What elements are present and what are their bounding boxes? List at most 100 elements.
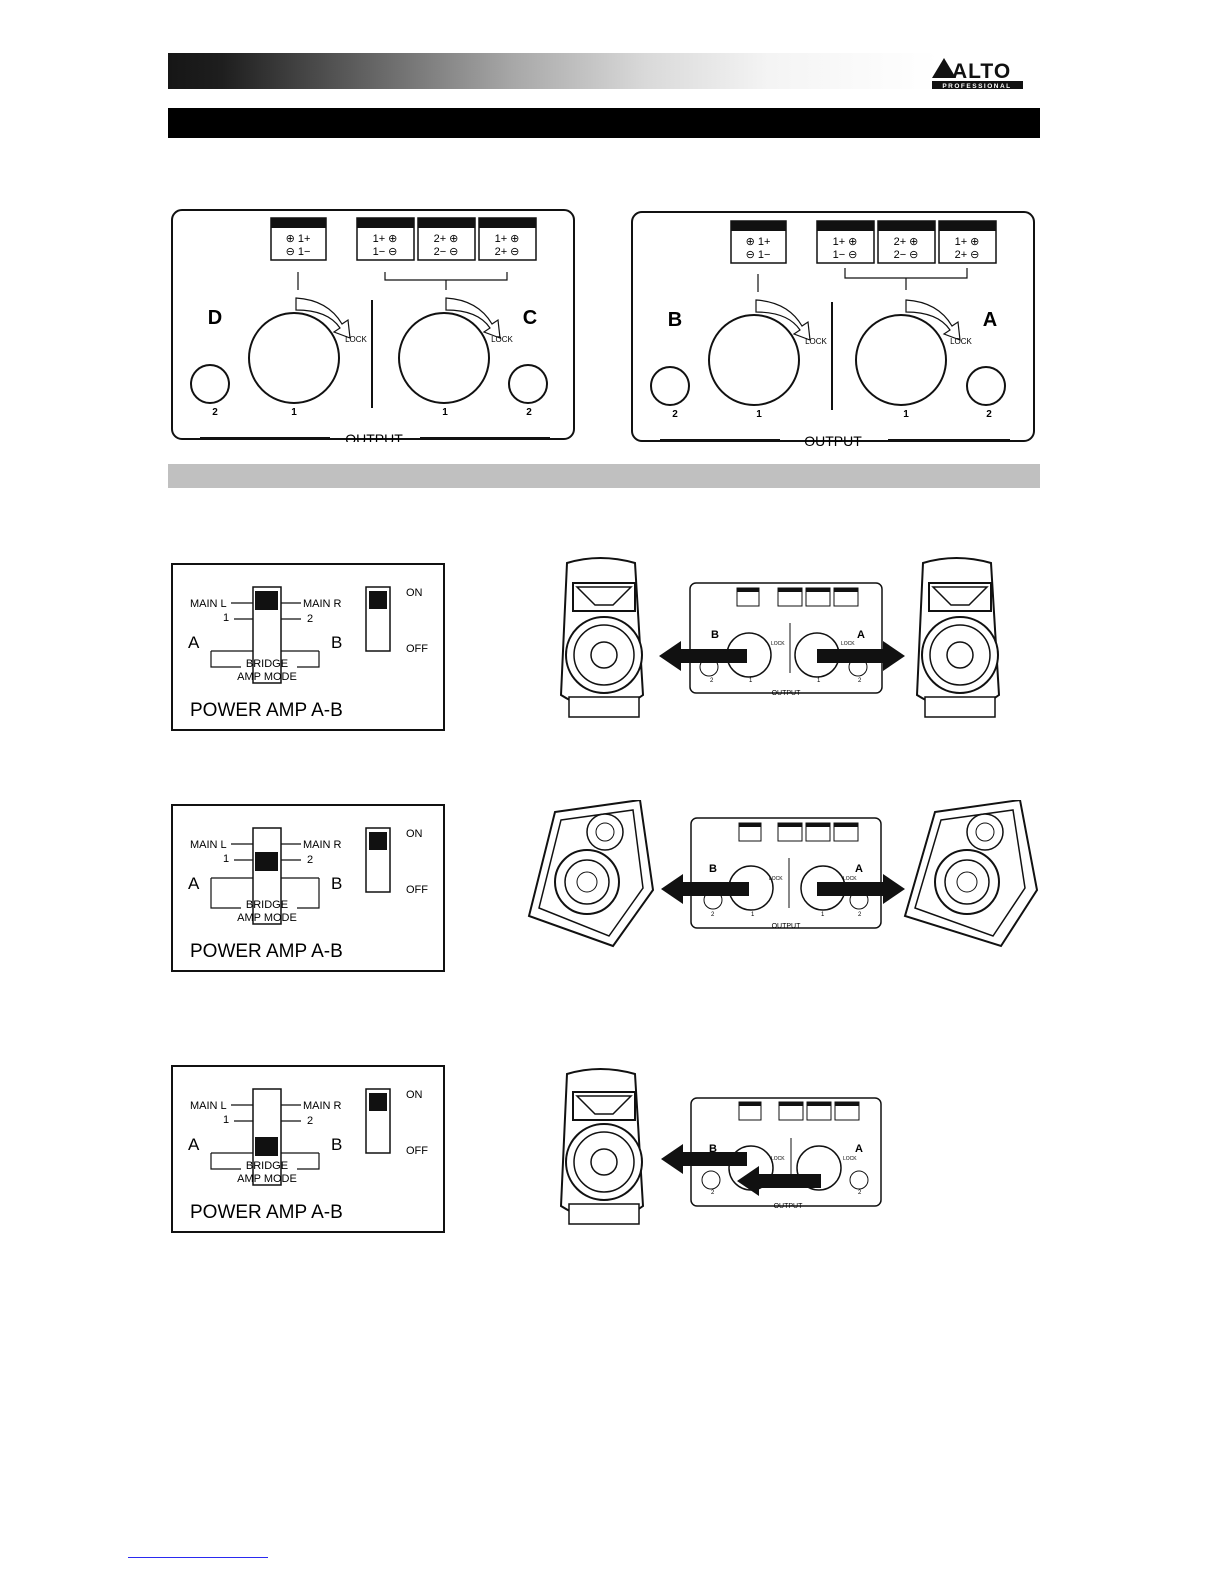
svg-text:MAIN L: MAIN L bbox=[190, 839, 227, 851]
svg-text:2: 2 bbox=[307, 854, 313, 866]
terminal-block-2: 2+ ⊕ 2− ⊖ bbox=[417, 217, 476, 261]
svg-text:POWER AMP A-B: POWER AMP A-B bbox=[190, 1202, 343, 1223]
svg-text:B: B bbox=[711, 629, 719, 641]
svg-text:2+ ⊖: 2+ ⊖ bbox=[495, 246, 520, 258]
svg-text:1+ ⊕: 1+ ⊕ bbox=[495, 233, 520, 245]
svg-text:BRIDGE: BRIDGE bbox=[246, 658, 288, 670]
svg-text:2+ ⊖: 2+ ⊖ bbox=[955, 249, 980, 261]
svg-text:1+ ⊕: 1+ ⊕ bbox=[373, 233, 398, 245]
svg-text:2: 2 bbox=[307, 1115, 313, 1127]
svg-text:A: A bbox=[188, 633, 200, 652]
svg-text:MAIN L: MAIN L bbox=[190, 1100, 227, 1112]
terminal-block-1: 1+ ⊕ 1− ⊖ bbox=[356, 217, 415, 261]
svg-text:BRIDGE: BRIDGE bbox=[246, 899, 288, 911]
svg-text:2: 2 bbox=[858, 1190, 862, 1196]
svg-text:AMP MODE: AMP MODE bbox=[237, 1173, 297, 1185]
svg-text:A: A bbox=[857, 629, 865, 641]
svg-text:OUTPUT: OUTPUT bbox=[772, 690, 802, 697]
speaker-diagram-stereo: B A LOCK LOCK 2 1 1 2 OUTPUT bbox=[559, 557, 1001, 718]
svg-text:2+ ⊕: 2+ ⊕ bbox=[894, 236, 919, 248]
arrow-left-icon bbox=[661, 1144, 747, 1174]
switch-panel-title: POWER AMP A-B bbox=[190, 700, 343, 721]
mode-switch-knob bbox=[255, 1137, 278, 1156]
svg-text:1: 1 bbox=[749, 678, 753, 684]
svg-text:B: B bbox=[331, 1135, 342, 1154]
svg-text:MAIN R: MAIN R bbox=[303, 839, 342, 851]
svg-text:⊕ 1+: ⊕ 1+ bbox=[746, 236, 771, 248]
speaker-cabinet-icon bbox=[559, 1068, 645, 1225]
speaker-cabinet-left-icon bbox=[559, 557, 645, 718]
svg-text:A: A bbox=[188, 1135, 200, 1154]
svg-text:OFF: OFF bbox=[406, 1145, 428, 1157]
svg-text:1+ ⊕: 1+ ⊕ bbox=[833, 236, 858, 248]
svg-text:1: 1 bbox=[223, 1114, 229, 1126]
svg-text:2: 2 bbox=[711, 912, 715, 918]
svg-text:A: A bbox=[855, 863, 863, 875]
svg-text:1: 1 bbox=[817, 678, 821, 684]
svg-text:2: 2 bbox=[710, 678, 714, 684]
speaker-diagram-monitors: B A LOCK LOCK 2 1 1 2 OUTPUT bbox=[527, 800, 1039, 948]
svg-text:ON: ON bbox=[406, 828, 423, 840]
svg-text:MAIN R: MAIN R bbox=[303, 1100, 342, 1112]
svg-text:1− ⊖: 1− ⊖ bbox=[833, 249, 858, 261]
svg-text:LOCK: LOCK bbox=[491, 335, 513, 344]
svg-text:2: 2 bbox=[672, 409, 678, 420]
svg-text:LOCK: LOCK bbox=[345, 335, 367, 344]
svg-text:B: B bbox=[709, 863, 717, 875]
svg-text:1: 1 bbox=[223, 853, 229, 865]
svg-text:B: B bbox=[331, 633, 342, 652]
channel-label-a: A bbox=[983, 309, 997, 331]
mini-output-panel: B A LOCK LOCK 2 1 1 2 OUTPUT bbox=[690, 817, 882, 930]
svg-text:1: 1 bbox=[821, 912, 825, 918]
svg-text:1− ⊖: 1− ⊖ bbox=[373, 246, 398, 258]
mode-switch-knob bbox=[255, 591, 278, 610]
svg-text:⊖ 1−: ⊖ 1− bbox=[286, 246, 311, 258]
terminal-block-single: ⊕ 1+ ⊖ 1− bbox=[270, 217, 327, 261]
svg-text:2: 2 bbox=[858, 678, 862, 684]
mode-switch-knob bbox=[255, 852, 278, 871]
channel-label-b: B bbox=[668, 309, 682, 331]
svg-text:1: 1 bbox=[223, 612, 229, 624]
header-gradient-bar bbox=[168, 53, 938, 89]
alto-logo: ALTO PROFESSIONAL bbox=[932, 58, 1023, 90]
svg-text:OUTPUT: OUTPUT bbox=[772, 923, 802, 930]
switch-panel-middle: MAIN L MAIN R 1 2 A B BRIDGE AMP MODE ON… bbox=[171, 804, 445, 972]
xlr-connector-1 bbox=[248, 312, 340, 404]
svg-text:A: A bbox=[188, 874, 200, 893]
arrow-right-icon bbox=[817, 874, 905, 904]
arrow-left-icon bbox=[659, 641, 747, 671]
svg-text:1: 1 bbox=[903, 409, 909, 420]
svg-text:PROFESSIONAL: PROFESSIONAL bbox=[942, 83, 1011, 90]
quarter-inch-jack-2 bbox=[190, 364, 230, 404]
svg-text:2: 2 bbox=[526, 407, 532, 418]
switch-panel-main: MAIN L MAIN R 1 2 A B BRIDGE AMP MODE ON… bbox=[171, 563, 445, 731]
svg-text:BRIDGE: BRIDGE bbox=[246, 1160, 288, 1172]
svg-text:B: B bbox=[331, 874, 342, 893]
mini-output-panel: B A LOCK LOCK 2 1 1 2 OUTPUT bbox=[689, 582, 883, 697]
svg-text:POWER AMP A-B: POWER AMP A-B bbox=[190, 941, 343, 962]
arrow-left-bridge-icon bbox=[737, 1166, 821, 1196]
svg-text:2: 2 bbox=[711, 1190, 715, 1196]
channel-label-c: C bbox=[523, 307, 537, 329]
section-bar-gray bbox=[168, 464, 1040, 488]
svg-text:B: B bbox=[709, 1143, 717, 1155]
svg-text:LOCK: LOCK bbox=[841, 641, 855, 647]
svg-text:ON: ON bbox=[406, 1089, 423, 1101]
output-panel-dc: ⊕ 1+ ⊖ 1− 1+ ⊕ 1− ⊖ 2+ ⊕ 2− ⊖ 1+ ⊕ 2+ ⊖ … bbox=[171, 209, 575, 442]
svg-text:LOCK: LOCK bbox=[843, 876, 857, 882]
svg-text:OUTPUT: OUTPUT bbox=[345, 431, 403, 442]
svg-text:2− ⊖: 2− ⊖ bbox=[894, 249, 919, 261]
terminal-block-1: 1+ ⊕ 1− ⊖ bbox=[816, 220, 875, 264]
wedge-monitor-right-icon bbox=[903, 800, 1039, 948]
wedge-monitor-left-icon bbox=[527, 800, 655, 948]
svg-text:⊖ 1−: ⊖ 1− bbox=[746, 249, 771, 261]
arrow-right-icon bbox=[817, 641, 905, 671]
terminal-block-3: 1+ ⊕ 2+ ⊖ bbox=[938, 220, 997, 264]
svg-text:LOCK: LOCK bbox=[805, 337, 827, 346]
svg-text:LOCK: LOCK bbox=[843, 1156, 857, 1162]
svg-text:OUTPUT: OUTPUT bbox=[774, 1203, 804, 1210]
speaker-diagram-bridge: B A LOCK LOCK 2 2 OUTPUT bbox=[559, 1068, 882, 1225]
speaker-cabinet-right-icon bbox=[915, 557, 1001, 718]
svg-text:AMP MODE: AMP MODE bbox=[237, 671, 297, 683]
section-bar-black bbox=[168, 108, 1040, 138]
